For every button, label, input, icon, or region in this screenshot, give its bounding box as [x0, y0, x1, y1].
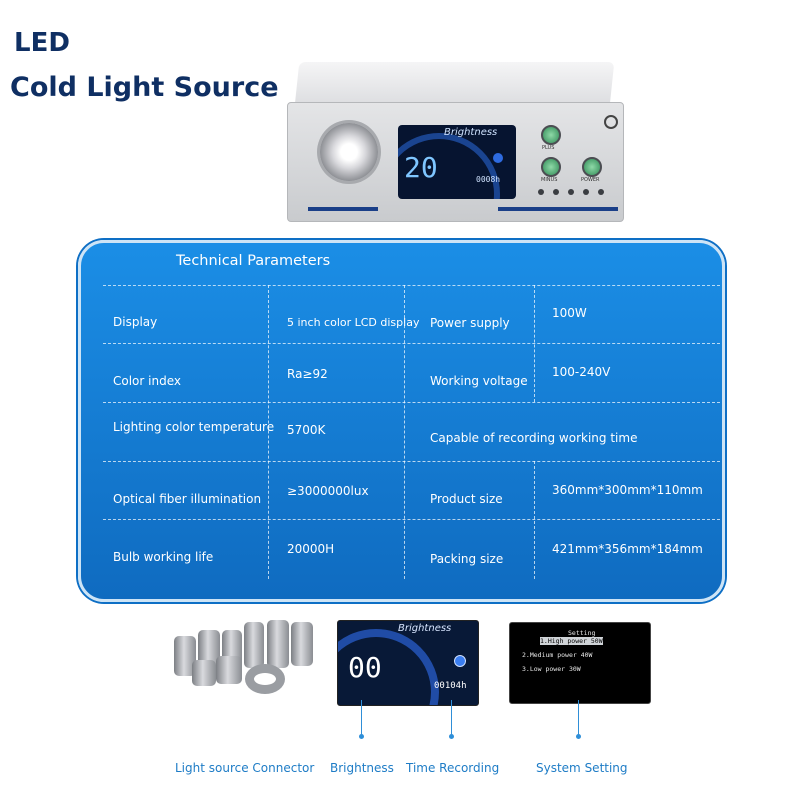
power-button[interactable]: [582, 157, 602, 177]
param-value: 421mm*356mm*184mm: [552, 542, 703, 556]
pointer-dot: [576, 734, 581, 739]
device-lcd-screen: Brightness 20 0008h: [398, 125, 516, 199]
indicator-led: [538, 189, 544, 195]
pointer-line: [451, 700, 452, 736]
param-label: Bulb working life: [113, 550, 214, 564]
param-value: 360mm*300mm*110mm: [552, 483, 703, 497]
param-label: Packing size: [430, 552, 504, 566]
fiber-port-icon: [604, 115, 618, 129]
pointer-dot: [449, 734, 454, 739]
param-value: 20000H: [287, 542, 335, 556]
settings-option: 1.High power 50W: [540, 637, 603, 645]
param-label: Capable of recording working time: [430, 431, 638, 445]
param-label: Product size: [430, 492, 503, 506]
settings-title: Setting: [568, 629, 596, 637]
device-screen-label: Brightness: [444, 127, 498, 138]
minus-label: MINUS: [541, 177, 558, 183]
caption-brightness: Brightness: [330, 761, 394, 775]
param-label: Lighting color temperature: [113, 420, 275, 434]
brightness-screen-hours: 00104h: [434, 681, 467, 691]
param-label: Optical fiber illumination: [113, 492, 262, 506]
technical-parameters-panel: Technical Parameters Display 5 inch colo…: [78, 240, 725, 602]
plus-label: PLUS: [542, 145, 555, 151]
indicator-led: [598, 189, 604, 195]
pointer-line: [361, 700, 362, 736]
param-value: 100W: [552, 306, 587, 320]
settings-option: 3.Low power 30W: [522, 665, 581, 673]
panel-title: Technical Parameters: [176, 253, 331, 269]
light-source-device-image: Brightness 20 0008h PLUS MINUS POWER: [287, 62, 624, 222]
device-screen-value: 20: [404, 151, 438, 184]
param-label: Power supply: [430, 316, 510, 330]
param-label: Display: [113, 315, 158, 329]
param-value: ≥3000000lux: [287, 484, 369, 498]
brightness-screen-value: 00: [348, 651, 382, 684]
pointer-dot: [359, 734, 364, 739]
indicator-led: [583, 189, 589, 195]
caption-time-recording: Time Recording: [406, 761, 500, 775]
pointer-line: [578, 700, 579, 736]
caption-connector: Light source Connector: [175, 761, 315, 775]
param-value: 5 inch color LCD display: [287, 316, 420, 329]
brightness-screen-label: Brightness: [398, 623, 452, 634]
minus-button[interactable]: [541, 157, 561, 177]
settings-option: 2.Medium power 40W: [522, 651, 593, 659]
brightness-screen-image: Brightness 00 00104h: [337, 620, 479, 706]
indicator-led: [568, 189, 574, 195]
param-value: Ra≥92: [287, 367, 328, 381]
title-line-2: Cold Light Source: [10, 72, 279, 103]
param-value: 5700K: [287, 423, 326, 437]
param-label: Working voltage: [430, 374, 528, 388]
settings-screen-image: Setting 1.High power 50W 2.Medium power …: [509, 622, 651, 704]
plus-button[interactable]: [541, 125, 561, 145]
power-label: POWER: [581, 177, 600, 183]
device-front-panel: Brightness 20 0008h PLUS MINUS POWER: [287, 102, 624, 222]
light-output-lens: [320, 123, 378, 181]
indicator-led: [553, 189, 559, 195]
caption-system-setting: System Setting: [536, 761, 628, 775]
device-screen-hours: 0008h: [476, 175, 501, 184]
power-icon: [454, 655, 466, 667]
power-icon: [493, 153, 503, 163]
title-line-1: LED: [14, 28, 70, 58]
param-value: 100-240V: [552, 365, 611, 379]
param-label: Color index: [113, 374, 181, 388]
